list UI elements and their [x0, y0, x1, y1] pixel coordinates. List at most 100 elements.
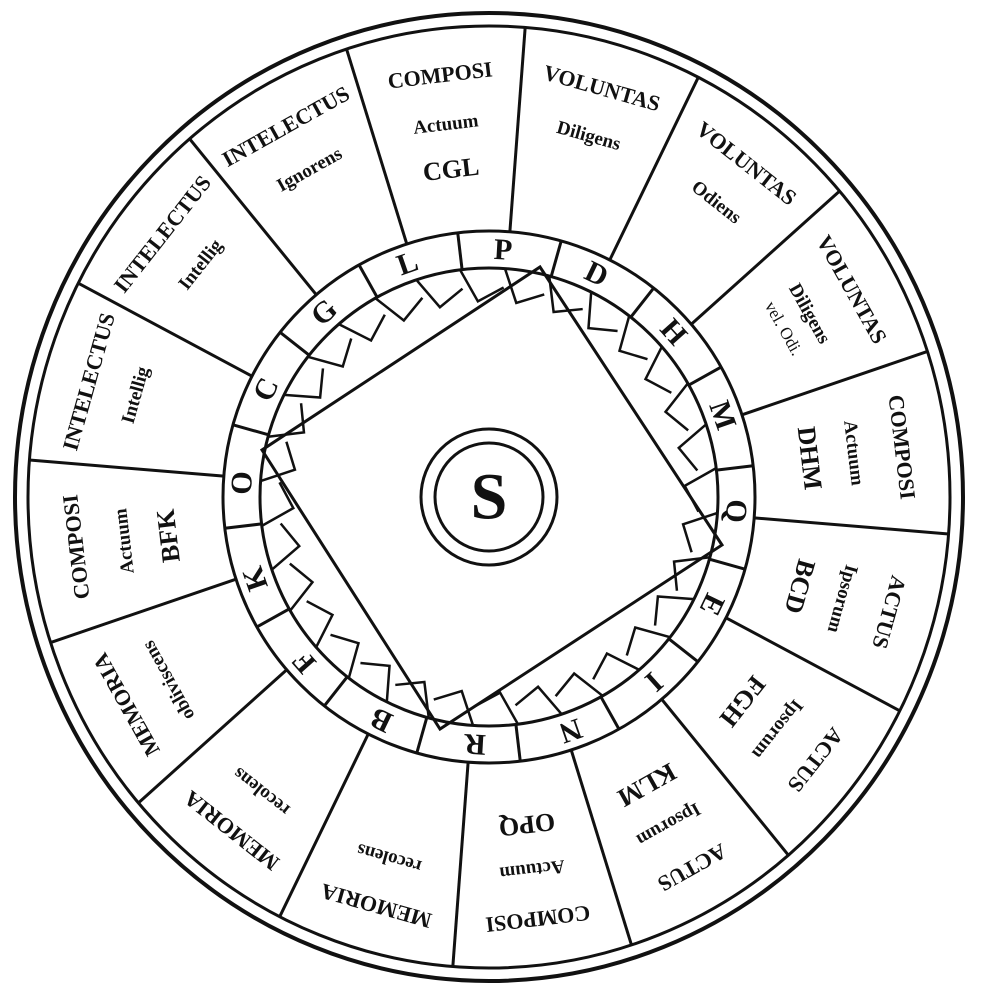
- triangle-mark: [271, 522, 301, 571]
- rings: [13, 11, 965, 983]
- triangle-mark: [473, 691, 519, 725]
- triangle-band: [260, 268, 718, 726]
- sector-divider: [278, 733, 370, 918]
- ring-letter: R: [463, 727, 487, 761]
- sector-sub-text: Actuum: [412, 110, 480, 139]
- letter-divider: [279, 331, 311, 357]
- triangle-mark: [554, 671, 604, 697]
- outer-ring: [13, 11, 965, 983]
- triangle-mark: [289, 562, 315, 612]
- triangle-mark: [617, 315, 648, 361]
- sector-code-text: OPQ: [497, 807, 556, 842]
- triangle-mark: [330, 633, 361, 679]
- sector-divider: [137, 668, 288, 805]
- triangle-mark: [672, 555, 711, 591]
- letter-ring-outer: [221, 229, 757, 765]
- letter-divider: [323, 675, 349, 707]
- ring-letter: B: [365, 701, 397, 739]
- triangle-mark: [459, 269, 505, 303]
- letter-divider: [549, 240, 563, 278]
- letter-divider: [456, 232, 464, 270]
- letter-ring-inner: [258, 266, 720, 728]
- triangle-mark: [395, 680, 431, 719]
- sector-code-text: KLM: [613, 757, 681, 813]
- sector-divider: [690, 189, 841, 326]
- sector-sub-text: Intellig: [175, 235, 228, 294]
- sector-code-text: FGH: [714, 670, 772, 732]
- sector-divider: [451, 762, 470, 967]
- sector-sub-text: Ipsorum: [633, 798, 704, 850]
- sector-code-text: BFK: [151, 507, 186, 564]
- sector-divider: [508, 27, 527, 232]
- letter-divider: [716, 464, 754, 472]
- letter-divider: [667, 637, 699, 663]
- ring-letter: P: [493, 233, 513, 267]
- sector-sub-text: Ignorens: [273, 143, 346, 196]
- sector-divider: [608, 76, 700, 261]
- sector-sub-text: Intellig: [118, 364, 154, 426]
- sector-divider: [754, 516, 949, 536]
- letter-divider: [224, 522, 262, 530]
- sector-sub-text: obliviscens: [138, 637, 199, 724]
- outer-ring-inner: [26, 24, 952, 970]
- triangle-mark: [267, 403, 306, 439]
- letter-divider: [629, 287, 655, 319]
- triangle-mark: [283, 368, 325, 399]
- sector-divider: [188, 137, 318, 296]
- ring-letter: Q: [719, 498, 753, 523]
- sector-sub-text: Actuum: [110, 507, 139, 575]
- ring-letter: I: [638, 665, 669, 697]
- sector-head-text: ACTUS: [867, 573, 911, 652]
- sector-head-text: MEMORIA: [318, 879, 434, 934]
- sector-divider: [345, 48, 409, 245]
- letter-divider: [599, 696, 621, 730]
- sector-sub-text: Ipsorum: [823, 562, 862, 635]
- triangle-mark: [683, 467, 717, 513]
- letter-divider: [688, 365, 722, 387]
- sector-head-text: COMPOSI: [386, 56, 493, 93]
- ring-letter: K: [236, 562, 275, 596]
- sector-divider: [50, 577, 237, 644]
- sector-sub-text: Actuum: [498, 855, 566, 884]
- center-outer-circle: [419, 427, 559, 567]
- sector-sub-text: Diligens: [554, 117, 623, 155]
- sector-sub-text: Actuum: [839, 419, 868, 487]
- letter-divider: [256, 607, 290, 629]
- triangle-mark: [625, 625, 671, 656]
- sector-head-text: INTELECTUS: [57, 310, 120, 453]
- letter-divider: [232, 423, 270, 437]
- sector-divider: [741, 350, 928, 417]
- triangle-mark: [374, 297, 424, 323]
- triangle-mark: [653, 595, 695, 626]
- triangle-mark: [261, 481, 295, 527]
- sector-sub-text: recolens: [229, 763, 294, 820]
- triangle-mark: [681, 511, 718, 553]
- letter-divider: [357, 264, 379, 298]
- triangle-mark: [592, 651, 640, 680]
- triangle-mark: [587, 291, 618, 333]
- sector-sub-text: recolens: [355, 839, 424, 877]
- triangle-mark: [307, 338, 353, 369]
- letter-divider: [514, 724, 522, 762]
- sector-dividers: [29, 27, 949, 967]
- triangle-mark: [643, 346, 672, 394]
- sector-divider: [77, 281, 253, 378]
- center-medallion: S: [419, 427, 559, 567]
- triangle-mark: [547, 275, 583, 314]
